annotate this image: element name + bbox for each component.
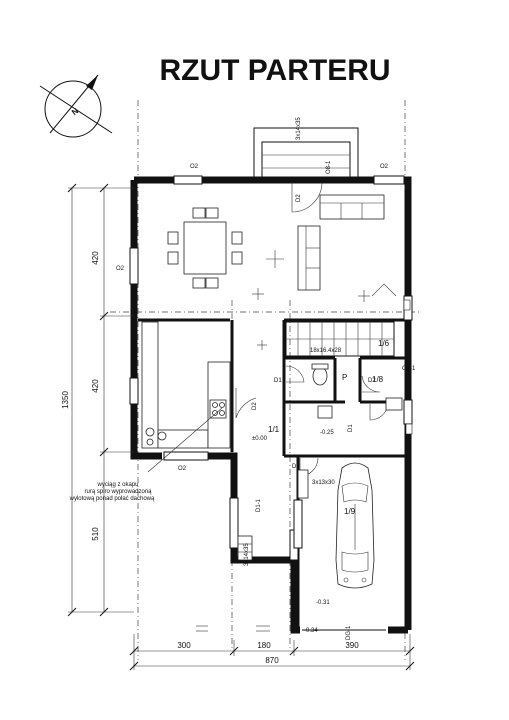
note-line: wylotową ponad połać dachową	[69, 496, 155, 502]
kitchen	[141, 321, 231, 449]
window-label: O2	[190, 164, 199, 170]
dimension-text: 420	[91, 251, 100, 265]
room-label: P	[342, 373, 347, 382]
level-mark-list: ±0.00 -0.25 -0.31 -0.34	[252, 430, 334, 634]
level-mark: -0.25	[320, 430, 334, 436]
car-icon	[335, 462, 375, 589]
bottom-dimensions: 300 180 390 870	[129, 634, 415, 671]
window-label: O8-1	[326, 160, 332, 174]
dimension-text: 870	[265, 656, 279, 665]
window-label: O2	[178, 466, 187, 472]
north-arrow-icon: N	[39, 74, 113, 138]
sofas	[297, 194, 385, 291]
note-line: rurą spiro wyprowadzoną	[84, 489, 152, 495]
plan-title: RZUT PARTERU	[159, 54, 390, 87]
small-marks	[196, 340, 270, 632]
stair-label: 3x14x35	[244, 543, 250, 566]
door-label-list: D1 D1 D1 D2 D2 D2 D1-1 DG-1	[252, 194, 376, 640]
bathroom	[311, 299, 413, 435]
dimension-text: 1350	[61, 391, 70, 409]
room-label: 1/1	[268, 425, 280, 434]
door-label: D1	[274, 378, 282, 384]
level-mark: -0.34	[304, 628, 318, 634]
dimension-text: 510	[91, 527, 100, 541]
living-details	[252, 250, 397, 302]
entry-steps	[237, 469, 309, 561]
level-mark: -0.31	[316, 600, 330, 606]
door-label: D1-1	[256, 498, 262, 512]
dining-set	[167, 207, 243, 289]
window-label: O8-1	[402, 366, 416, 372]
door-label: D2	[368, 378, 376, 384]
svg-text:N: N	[70, 106, 80, 117]
left-dimensions: 420 420 1350 510	[61, 183, 134, 617]
stair-label: 3x13x30	[312, 480, 335, 486]
window-label-list: O2 O2 O2 O2 O8-1 O8-1	[116, 160, 416, 472]
window-label: O2	[116, 266, 125, 272]
room-label-list: 1/6 1/8 1/9 1/1 P	[268, 339, 390, 516]
note-line: wyciąg z okapu	[96, 482, 138, 488]
level-mark: ±0.00	[252, 436, 268, 442]
dimension-text: 300	[177, 641, 191, 650]
stair-label-list: 18x16.4x28 3x14x35 3x13x30 3x14x35	[244, 117, 342, 566]
stair-label: 3x14x35	[296, 117, 302, 140]
window-label: O2	[380, 164, 389, 170]
door-label: D1	[292, 464, 300, 470]
interior-walls	[138, 318, 408, 458]
room-label: 1/6	[378, 339, 390, 348]
door-label: D2	[296, 194, 302, 202]
dimension-text: 180	[257, 641, 271, 650]
dimension-text: 420	[91, 379, 100, 393]
door-label: D1	[348, 424, 354, 432]
door-label: D2	[252, 402, 258, 410]
door-label: DG-1	[346, 625, 352, 640]
entrance-porch	[253, 127, 359, 181]
stair-label: 18x16.4x28	[310, 348, 342, 354]
hood-note: wyciąg z okapu rurą spiro wyprowadzoną w…	[69, 407, 223, 502]
staircase	[285, 321, 395, 357]
room-label: 1/9	[344, 507, 356, 516]
room-label: 1/8	[372, 375, 384, 384]
dimension-text: 390	[345, 641, 359, 650]
